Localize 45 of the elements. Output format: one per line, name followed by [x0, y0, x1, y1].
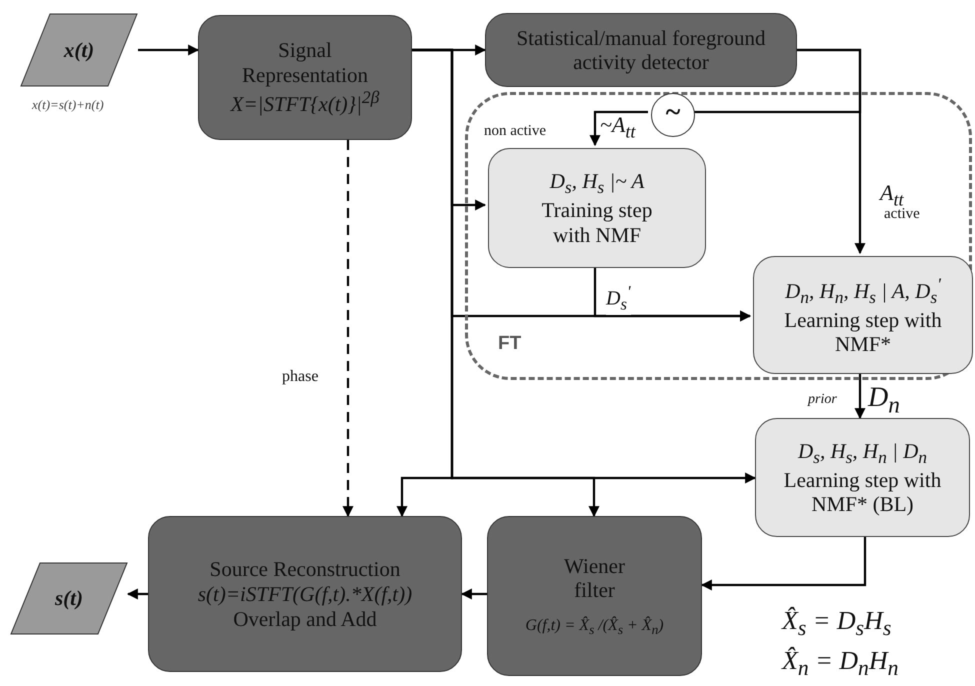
formula-label: ~A$_{tt}$ [600, 112, 636, 142]
equation-text: X̂$_{s}$ = D$_{s}$H$_{s}$ [782, 606, 892, 642]
equation-text: X̂$_{n}$ = D$_{n}$H$_{n}$ [782, 646, 898, 682]
arrow [854, 371, 866, 420]
node-text: Overlap and Add [233, 606, 377, 631]
edge-label: phase [282, 368, 318, 386]
prior-label: prior [808, 392, 837, 408]
arrow [590, 110, 648, 146]
formula-text: s(t)=iSTFT(G(f,t).*X(f,t)) [198, 582, 412, 606]
node-text: Source Reconstruction [210, 557, 400, 582]
process-box [148, 516, 462, 672]
arrow [138, 44, 200, 56]
process-box [198, 15, 412, 140]
node-text: Learning step with NMF* [783, 308, 943, 356]
node-text: Wiener filter [563, 554, 626, 603]
process-box [755, 418, 970, 537]
process-box [485, 13, 797, 87]
tilde-circle [651, 93, 695, 137]
dashed-arrow [342, 140, 354, 518]
formula-text: x(t) [64, 38, 94, 62]
arrow [700, 537, 866, 590]
arrow [460, 588, 487, 600]
process-box [753, 256, 973, 374]
formula-label: D$_{n}$ [868, 382, 900, 420]
formula-text: G(f,t) = X̂$_{s}$ /(X̂$_{s}$ + X̂$_{n}$) [525, 616, 664, 638]
tilde-symbol: ~ [666, 99, 680, 127]
node-text: Training step with NMF [540, 198, 654, 247]
formula-caption: x(t)=s(t)+n(t) [32, 97, 104, 113]
state-label: non active [484, 123, 546, 140]
formula-text: s(t) [55, 586, 83, 611]
formula-text: D$_{s}$, H$_{s}$, H$_{n}$ | D$_{n}$ [798, 438, 928, 468]
region-label: FT [498, 333, 522, 355]
node-text: Signal Representation [241, 38, 369, 87]
dashed-region [465, 92, 972, 380]
process-box [488, 148, 706, 268]
arrow [412, 48, 600, 518]
process-box [487, 516, 702, 676]
node-text: Learning step with NMF* (BL) [782, 468, 942, 516]
io-parallelogram [10, 562, 128, 635]
formula-text: X=|STFT{x(t)}|$^{2β}$ [230, 86, 380, 117]
io-parallelogram [20, 13, 138, 87]
node-text: Statistical/manual foreground activity detector [515, 26, 767, 74]
formula-text: D$_{s}$, H$_{s}$ |~ A [550, 169, 644, 198]
arrow [594, 265, 752, 322]
arrow [126, 588, 148, 600]
